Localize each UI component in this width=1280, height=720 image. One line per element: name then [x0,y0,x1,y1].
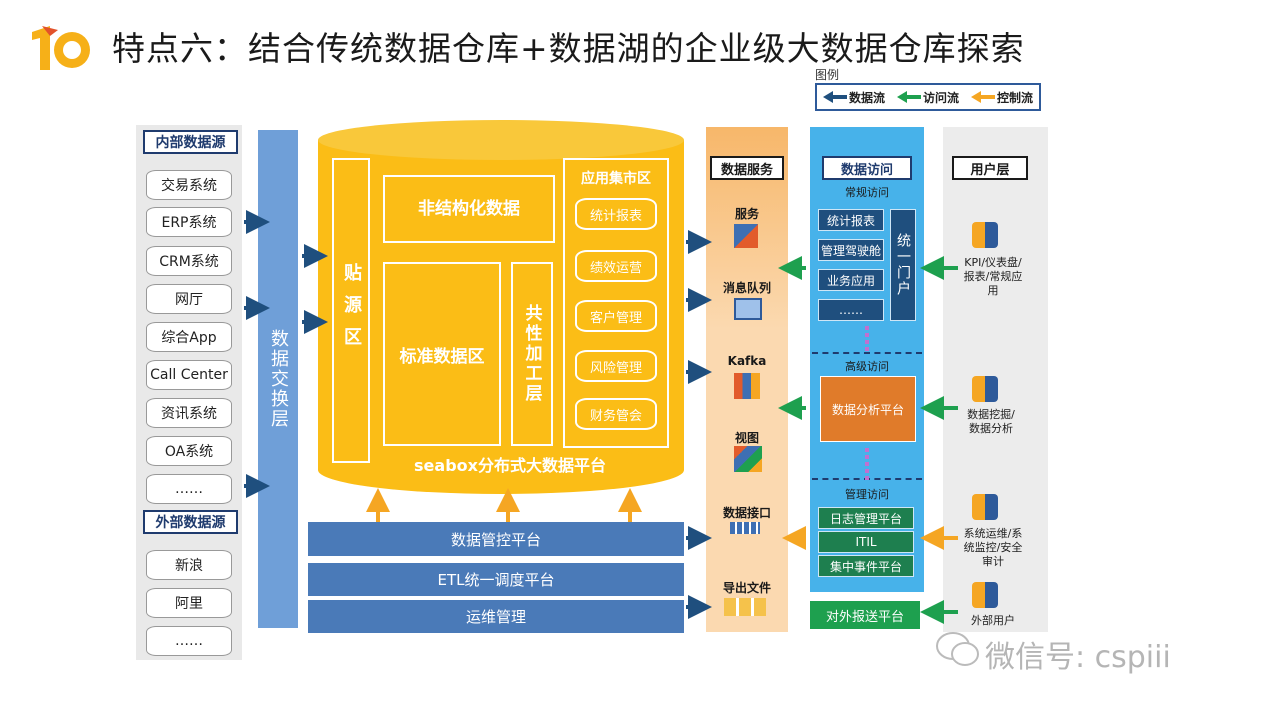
legend-label: 访问流 [922,90,959,105]
queue-icon [734,298,762,320]
view-label: 视图 [734,430,759,445]
access-item: 业务应用 [818,269,884,291]
kafka-label: Kafka [727,354,767,368]
source-item: …… [146,474,232,504]
mart-title: 应用集市区 [581,171,651,187]
common-layer: 共性加工层 [511,262,553,446]
regular-access-title: 常规访问 [845,186,889,199]
unstructured-area: 非结构化数据 [383,175,555,243]
mart-item: 统计报表 [575,198,657,230]
legend-label: 数据流 [848,90,885,105]
logo-icon [32,26,90,70]
governance-bar: 数据管控平台 [308,522,684,556]
source-item: Call Center [146,360,232,390]
access-flow-arrow-icon [896,91,921,103]
services-title: 数据服务 [710,156,784,180]
user-icon [972,376,998,402]
source-item: OA系统 [146,436,232,466]
stick-area: 贴源区 [332,158,370,463]
mgmt-item: 日志管理平台 [818,507,914,529]
portal: 统一门户 [890,209,916,321]
user-icon [972,582,998,608]
queue-label: 消息队列 [722,280,771,295]
user-icon [972,222,998,248]
watermark: 微信号: cspiii [985,640,1171,675]
user-group-label: 数据挖掘/数据分析 [967,408,1015,435]
user-layer-title: 用户层 [952,156,1028,180]
access-item: 管理驾驶舱 [818,239,884,261]
mgmt-item: 集中事件平台 [818,555,914,577]
platform-name: seabox分布式大数据平台 [414,456,606,475]
external-sources-title: 外部数据源 [143,510,238,534]
mgmt-access-title: 管理访问 [845,488,889,501]
etl-bar: ETL统一调度平台 [308,563,684,596]
source-item: ERP系统 [146,207,232,237]
api-label: 数据接口 [722,505,771,520]
data-flow-arrow-icon [822,91,847,103]
wechat-icon [936,632,979,666]
page-title: 特点六：结合传统数据仓库+数据湖的企业级大数据仓库探索 [112,29,1025,68]
control-flow-arrow-icon [970,91,995,103]
advanced-access-title: 高级访问 [845,360,889,373]
export-file-icon [724,598,766,616]
divider [812,352,922,354]
source-item: 网厅 [146,284,232,314]
access-item: …… [818,299,884,321]
legend: 数据流 访问流 控制流 [815,83,1041,111]
source-item: 综合App [146,322,232,352]
kafka-icon [734,373,760,399]
view-icon [734,446,762,472]
dotted-connector [865,326,869,482]
user-group-label: 系统运维/系统监控/安全审计 [963,527,1023,568]
legend-label: 控制流 [996,90,1033,105]
external-push-platform: 对外报送平台 [810,601,920,629]
service-icon [734,224,758,248]
legend-item-access-flow: 访问流 [896,89,959,106]
mart-item: 风险管理 [575,350,657,382]
service-label: 服务 [734,206,759,221]
legend-item-data-flow: 数据流 [822,89,885,106]
source-item: …… [146,626,232,656]
ops-bar: 运维管理 [308,600,684,633]
api-icon [730,522,760,534]
source-item: 阿里 [146,588,232,618]
mart-item: 客户管理 [575,300,657,332]
source-item: 新浪 [146,550,232,580]
mgmt-item: ITIL [818,531,914,553]
user-group-label: 外部用户 [971,614,1015,627]
source-item: CRM系统 [146,246,232,276]
internal-sources-title: 内部数据源 [143,130,238,154]
access-title: 数据访问 [822,156,912,180]
access-item: 统计报表 [818,209,884,231]
user-icon [972,494,998,520]
source-item: 交易系统 [146,170,232,200]
legend-title: 图例 [815,68,840,82]
mart-item: 财务管会 [575,398,657,430]
analysis-platform: 数据分析平台 [820,376,916,442]
user-group-label: KPI/仪表盘/报表/常规应用 [963,256,1023,297]
standard-area: 标准数据区 [383,262,501,446]
source-item: 资讯系统 [146,398,232,428]
mart-item: 绩效运营 [575,250,657,282]
legend-item-control-flow: 控制流 [970,89,1033,106]
export-label: 导出文件 [722,580,771,595]
